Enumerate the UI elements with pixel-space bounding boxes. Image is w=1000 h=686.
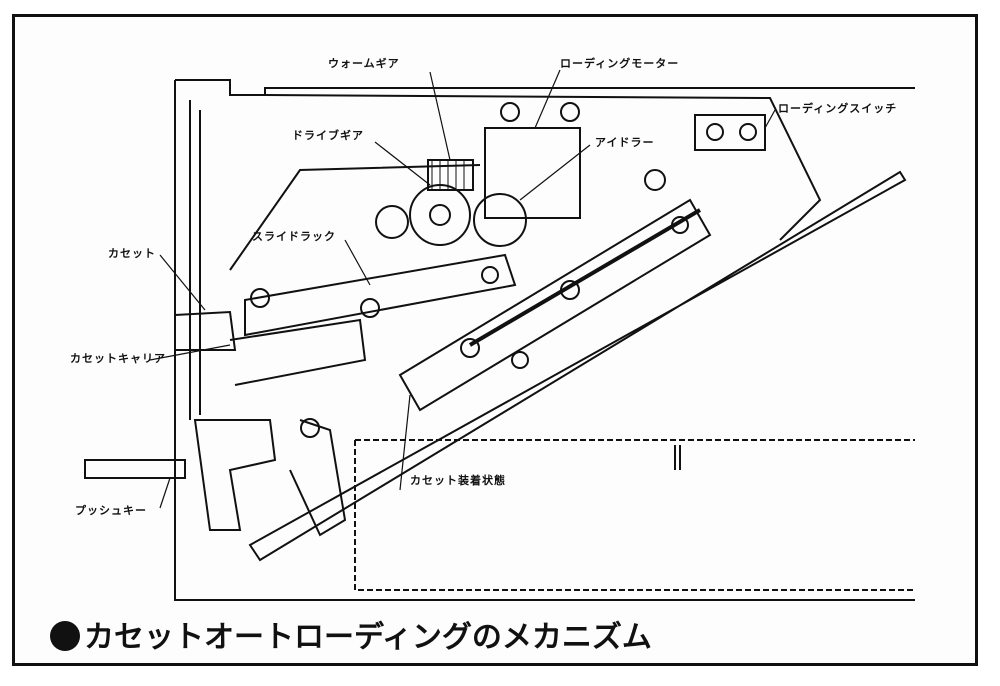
- pivot: [644, 169, 666, 191]
- label-loading-motor: ローディングモーター: [560, 57, 680, 70]
- diagram-frame: [12, 14, 978, 666]
- label-push-key: プッシュキー: [75, 504, 147, 517]
- label-slide-rack: スライドラック: [252, 230, 336, 243]
- label-idler: アイドラー: [595, 136, 655, 149]
- worm-gear: [427, 159, 474, 191]
- carrier-arm: [229, 318, 367, 386]
- label-worm-gear: ウォームギア: [328, 57, 400, 70]
- drive-gear-hub: [429, 204, 451, 226]
- drive-gear: [409, 184, 471, 246]
- leader-lines: [149, 69, 776, 509]
- motor-screw: [500, 102, 520, 122]
- front-panel: [189, 100, 201, 420]
- push-key: [84, 459, 186, 479]
- label-cassette-loaded-state: カセット装着状態: [410, 474, 506, 487]
- loading-switch: [694, 114, 766, 151]
- slide-rack-upper: [244, 253, 517, 337]
- chassis-top: [175, 79, 915, 96]
- label-cassette-carrier: カセットキャリア: [70, 352, 166, 365]
- guide-rail: [248, 170, 907, 562]
- latch-arm: [289, 419, 347, 537]
- figure-caption: カセットオートローディングのメカニズム: [50, 612, 652, 656]
- loading-motor: [484, 127, 581, 219]
- stop-tab: [674, 445, 681, 470]
- caption-text: カセットオートローディングのメカニズム: [84, 620, 652, 655]
- idler-gear: [473, 193, 527, 247]
- label-cassette: カセット: [108, 247, 156, 260]
- bullet-icon: [50, 621, 80, 651]
- label-loading-switch: ローディングスイッチ: [778, 102, 898, 115]
- cassette-loaded-outline: [354, 439, 915, 591]
- rack-teeth: [468, 208, 702, 347]
- mechanism-plate: [264, 94, 822, 241]
- motor-screw: [560, 102, 580, 122]
- push-lever: [193, 419, 277, 531]
- cassette-shape: [174, 310, 237, 351]
- slide-rack-lower: [398, 198, 712, 412]
- small-gear: [375, 205, 409, 239]
- label-drive-gear: ドライブギア: [292, 129, 364, 142]
- chassis-outline: [174, 80, 915, 601]
- plate-left-edge: [229, 164, 481, 271]
